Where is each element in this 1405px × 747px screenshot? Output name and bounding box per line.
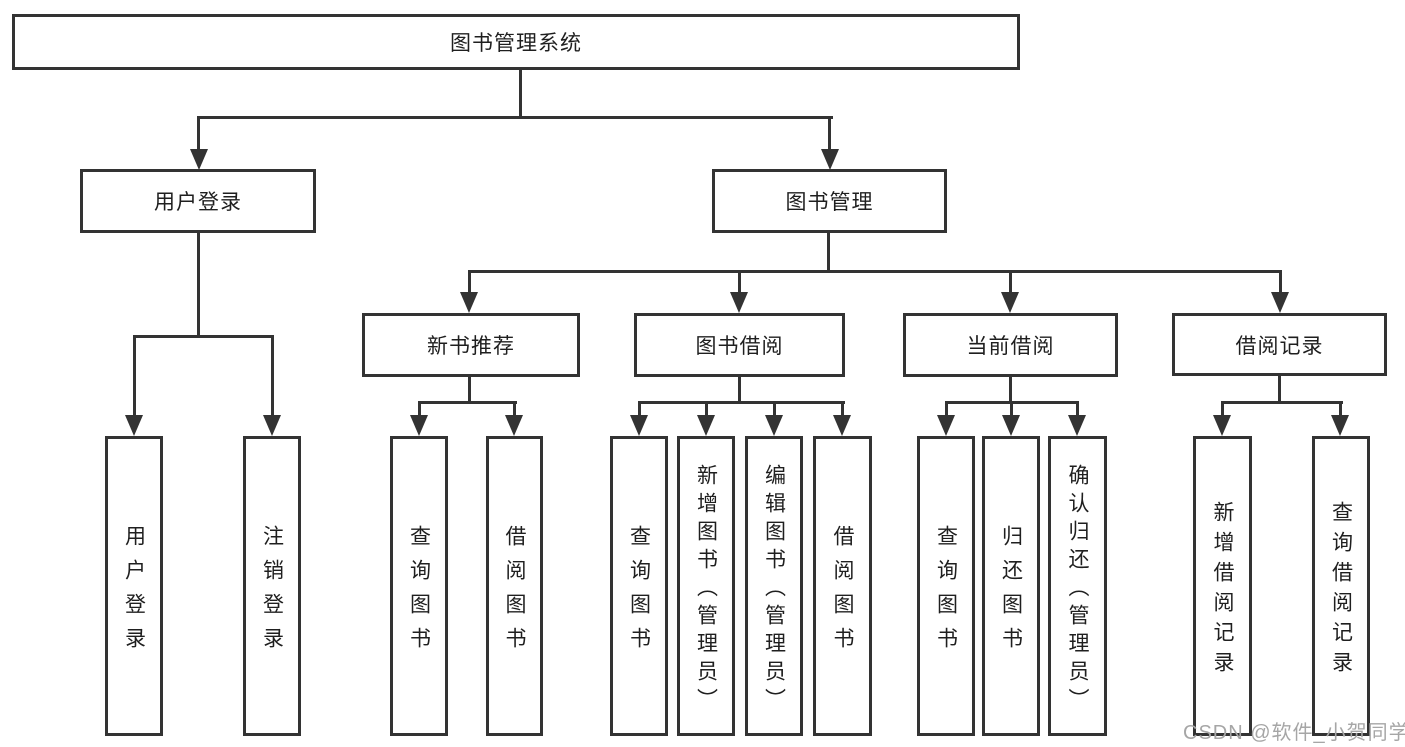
connector-current-stub xyxy=(1009,376,1012,404)
connector-login-leaf2-arm xyxy=(271,335,274,417)
leaf-current-query-books: 查询图书 xyxy=(917,436,975,736)
leaf-query-borrow-record-label: 查询借阅记录 xyxy=(1329,500,1353,681)
arrowhead-to-borrow xyxy=(730,292,748,313)
connector-root-stub xyxy=(519,67,522,119)
leaf-recommend-query-books-label: 查询图书 xyxy=(407,524,431,661)
arrowhead-to-recommend xyxy=(460,292,478,313)
leaf-confirm-return-admin: 确认归还（管理员） xyxy=(1048,436,1107,736)
arrowhead-borrow-leaf1 xyxy=(630,415,648,436)
connector-login-stub xyxy=(197,232,200,338)
connector-level2-hline xyxy=(468,270,1282,273)
leaf-logout: 注销登录 xyxy=(243,436,301,736)
arrowhead-to-records xyxy=(1271,292,1289,313)
leaf-recommend-borrow-books: 借阅图书 xyxy=(486,436,543,736)
leaf-edit-books-admin-label: 编辑图书（管理员） xyxy=(762,463,786,716)
leaf-add-books-admin-label: 新增图书（管理员） xyxy=(694,463,718,716)
arrowhead-records-leaf2 xyxy=(1331,415,1349,436)
connector-current-leaf3-arm xyxy=(1076,401,1079,417)
node-user-login: 用户登录 xyxy=(80,169,316,233)
connector-level1-hline xyxy=(197,116,833,119)
leaf-recommend-query-books: 查询图书 xyxy=(390,436,448,736)
arrowhead-current-leaf1 xyxy=(937,415,955,436)
node-current-borrow-label: 当前借阅 xyxy=(966,335,1055,358)
connector-records-leaf1-arm xyxy=(1221,401,1224,417)
leaf-borrow-borrow-books: 借阅图书 xyxy=(813,436,872,736)
arrowhead-to-current xyxy=(1001,292,1019,313)
connector-recommend-arm xyxy=(468,270,471,294)
connector-mgmt-stub xyxy=(827,232,830,273)
leaf-current-query-books-label: 查询图书 xyxy=(934,524,958,661)
arrowhead-recommend-leaf2 xyxy=(505,415,523,436)
connector-login-leaf1-arm xyxy=(133,335,136,417)
arrowhead-current-leaf2 xyxy=(1002,415,1020,436)
connector-recommend-leaf1-arm xyxy=(418,401,421,417)
connector-current-leaf2-arm xyxy=(1010,401,1013,417)
connector-login-arm xyxy=(197,116,200,152)
leaf-recommend-borrow-books-label: 借阅图书 xyxy=(503,524,526,661)
node-book-mgmt: 图书管理 xyxy=(712,169,947,233)
node-root-label: 图书管理系统 xyxy=(450,32,582,55)
leaf-user-login-label: 用户登录 xyxy=(122,524,146,661)
connector-records-stub xyxy=(1278,376,1281,404)
leaf-borrow-borrow-books-label: 借阅图书 xyxy=(831,524,854,661)
arrowhead-current-leaf3 xyxy=(1068,415,1086,436)
node-user-login-label: 用户登录 xyxy=(154,191,242,214)
connector-records-hline xyxy=(1221,401,1343,404)
node-root: 图书管理系统 xyxy=(12,14,1020,70)
connector-recommend-leaf2-arm xyxy=(513,401,516,417)
arrowhead-to-login-leaf xyxy=(125,415,143,436)
node-borrow-records: 借阅记录 xyxy=(1172,313,1387,376)
arrowhead-borrow-leaf3 xyxy=(765,415,783,436)
connector-recommend-hline xyxy=(418,401,517,404)
arrowhead-borrow-leaf4 xyxy=(833,415,851,436)
connector-records-arm xyxy=(1279,270,1282,294)
leaf-add-borrow-record: 新增借阅记录 xyxy=(1193,436,1252,736)
arrowhead-recommend-leaf1 xyxy=(410,415,428,436)
leaf-borrow-query-books-label: 查询图书 xyxy=(627,524,651,661)
node-book-borrow: 图书借阅 xyxy=(634,313,845,377)
connector-borrow-leaf1-arm xyxy=(638,401,641,417)
connector-records-leaf2-arm xyxy=(1339,401,1342,417)
leaf-return-books: 归还图书 xyxy=(982,436,1040,736)
connector-borrow-leaf4-arm xyxy=(841,401,844,417)
node-book-mgmt-label: 图书管理 xyxy=(785,191,874,214)
watermark: CSDN @软件_小贺同学 xyxy=(1183,722,1405,744)
node-new-book-recommend: 新书推荐 xyxy=(362,313,580,377)
connector-current-leaf1-arm xyxy=(945,401,948,417)
node-book-borrow-label: 图书借阅 xyxy=(695,335,784,358)
leaf-confirm-return-admin-label: 确认归还（管理员） xyxy=(1066,463,1089,716)
node-new-book-recommend-label: 新书推荐 xyxy=(427,335,515,358)
connector-current-arm xyxy=(1009,270,1012,294)
connector-borrow-arm xyxy=(738,270,741,294)
leaf-add-books-admin: 新增图书（管理员） xyxy=(677,436,735,736)
leaf-return-books-label: 归还图书 xyxy=(999,524,1023,661)
leaf-borrow-query-books: 查询图书 xyxy=(610,436,668,736)
connector-borrow-stub xyxy=(738,376,741,404)
connector-login-hline xyxy=(133,335,274,338)
arrowhead-to-user-login xyxy=(190,149,208,170)
connector-borrow-leaf2-arm xyxy=(705,401,708,417)
arrowhead-records-leaf1 xyxy=(1213,415,1231,436)
connector-recommend-stub xyxy=(468,376,471,404)
leaf-logout-label: 注销登录 xyxy=(260,524,284,661)
leaf-add-borrow-record-label: 新增借阅记录 xyxy=(1211,500,1234,681)
arrowhead-borrow-leaf2 xyxy=(697,415,715,436)
arrowhead-to-logout-leaf xyxy=(263,415,281,436)
connector-borrow-hline xyxy=(638,401,845,404)
leaf-edit-books-admin: 编辑图书（管理员） xyxy=(745,436,803,736)
leaf-query-borrow-record: 查询借阅记录 xyxy=(1312,436,1370,736)
leaf-user-login: 用户登录 xyxy=(105,436,163,736)
connector-borrow-leaf3-arm xyxy=(773,401,776,417)
node-current-borrow: 当前借阅 xyxy=(903,313,1118,377)
node-borrow-records-label: 借阅记录 xyxy=(1235,334,1324,358)
connector-mgmt-arm xyxy=(828,116,831,152)
arrowhead-to-book-mgmt xyxy=(821,149,839,170)
